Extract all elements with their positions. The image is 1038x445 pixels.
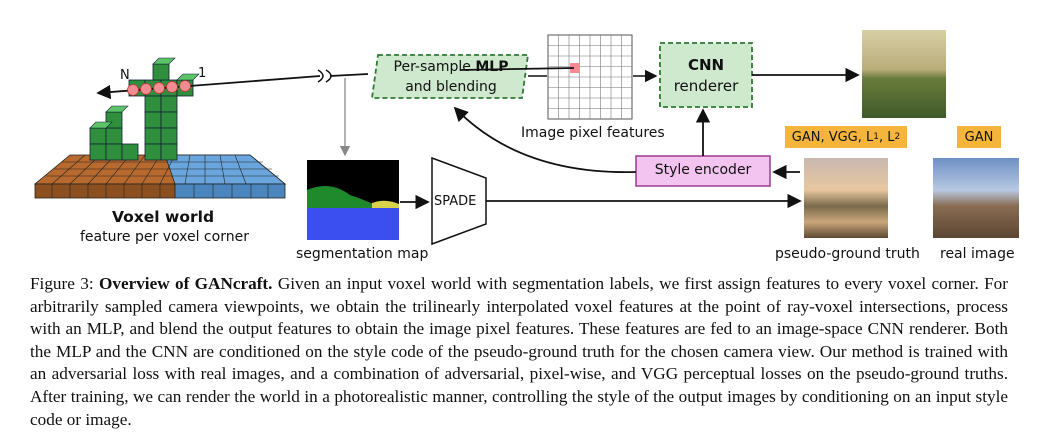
mlp-label-bold: MLP xyxy=(475,59,509,75)
mlp-label-prefix: Per-sample xyxy=(393,59,476,75)
caption-bold-title: Overview of GANcraft. xyxy=(98,274,273,293)
output-image xyxy=(862,30,946,118)
figure-diagram xyxy=(33,30,1019,246)
caption-body: Given an input voxel world with segmenta… xyxy=(30,274,1008,429)
caption-prefix: Figure 3: xyxy=(30,274,99,293)
loss-badge-real: GAN xyxy=(957,126,1001,148)
style-encoder-label: Style encoder xyxy=(654,162,752,178)
figure-caption: Figure 3: Overview of GANcraft. Given an… xyxy=(30,273,1008,431)
voxel-world-subtitle: feature per voxel corner xyxy=(80,229,249,245)
cnn-subtitle: renderer xyxy=(673,77,739,95)
ray-label-1: 1 xyxy=(198,66,207,81)
voxel-world xyxy=(33,57,287,199)
voxel-world-title: Voxel world xyxy=(112,208,215,226)
spade-label: SPADE xyxy=(434,194,477,209)
ray-label-n: N xyxy=(120,68,130,83)
loss-pseudo-sub2: 2 xyxy=(894,132,901,142)
cnn-title: CNN xyxy=(687,56,725,74)
figure-3: N 1 Voxel world feature per voxel corner… xyxy=(33,30,1019,262)
cnn-label: CNN renderer xyxy=(660,55,752,97)
loss-pseudo-sub1: 1 xyxy=(873,132,879,142)
pixel-features-grid xyxy=(547,34,633,120)
pseudo-ground-truth-image xyxy=(804,158,888,238)
mlp-label-line2: and blending xyxy=(405,79,497,95)
mlp-label: Per-sample MLP and blending xyxy=(378,57,524,97)
loss-pseudo-prefix: GAN, VGG, L xyxy=(791,129,874,145)
mlp-box xyxy=(370,54,530,99)
segmentation-label: segmentation map xyxy=(296,246,429,262)
spade-block xyxy=(431,156,487,246)
segmentation-map xyxy=(307,160,399,240)
real-label: real image xyxy=(940,246,1015,262)
camera-ray xyxy=(96,69,369,157)
pixel-features-label: Image pixel features xyxy=(521,125,665,141)
pseudo-label: pseudo-ground truth xyxy=(775,246,920,262)
loss-pseudo-mid: , L xyxy=(879,129,895,145)
real-image xyxy=(933,158,1019,238)
